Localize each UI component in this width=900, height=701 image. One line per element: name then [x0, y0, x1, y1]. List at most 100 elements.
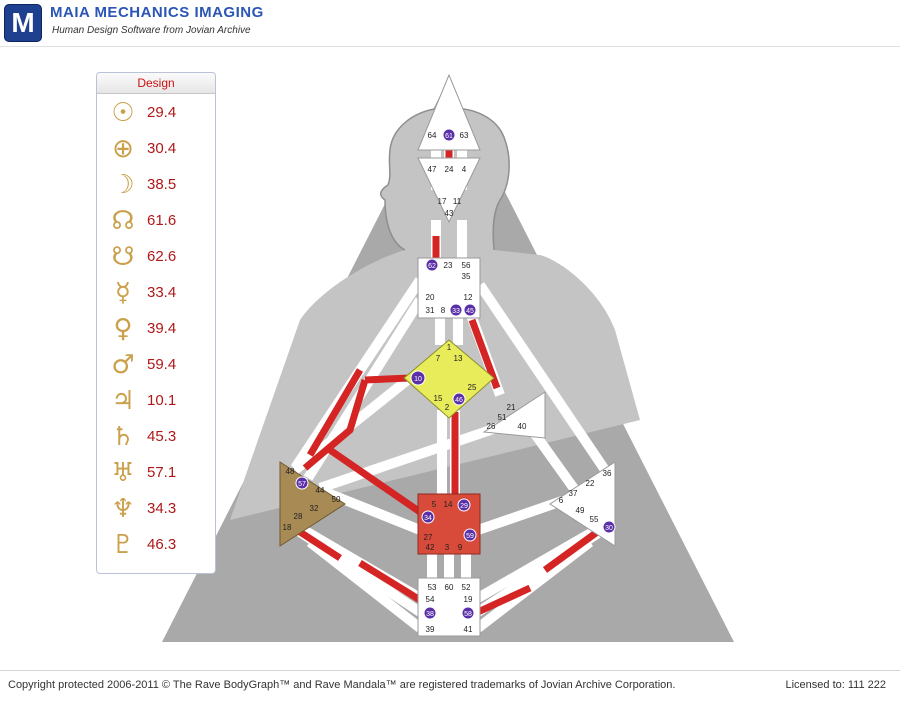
saturn-icon: ♄ — [111, 422, 135, 452]
logo-letter: M — [11, 7, 35, 38]
gate-badge-label: 61 — [445, 133, 453, 140]
mars-icon: ♂ — [111, 350, 135, 380]
gate-label: 26 — [487, 422, 496, 431]
channel-solar-plexus-sacral — [476, 495, 567, 535]
channel-solar-plexus-root-3 — [474, 538, 594, 632]
gate-label: 48 — [286, 467, 295, 476]
gate-label: 47 — [428, 165, 437, 174]
gate-badge — [442, 128, 456, 142]
app-footer: Copyright protected 2006-2011 © The Rave… — [0, 670, 900, 701]
gate-badge-label: 59 — [466, 533, 474, 540]
gate-label: 4 — [462, 165, 467, 174]
ego-center — [482, 391, 546, 439]
gate-label: 18 — [283, 523, 292, 532]
gate-badge-label: 58 — [464, 611, 472, 618]
gate-label: 55 — [590, 515, 599, 524]
gate-badge — [423, 606, 437, 620]
gate-label: 17 — [438, 197, 447, 206]
gate-label: 12 — [464, 293, 473, 302]
gate-badge-label: 34 — [424, 515, 432, 522]
planet-row: ♆34.3 — [97, 493, 215, 529]
gate-label: 50 — [332, 495, 341, 504]
planet-value: 61.6 — [147, 212, 177, 229]
gate-badge — [602, 520, 616, 534]
planet-row: ♀ 39.4 — [97, 313, 215, 349]
ajna-center — [417, 157, 481, 224]
north-node-icon: ☊ — [111, 206, 135, 236]
gate-label: 41 — [464, 625, 473, 634]
license-info: Licensed to: 111 222 — [785, 679, 886, 691]
design-panel-heading: Design — [97, 73, 215, 94]
moon-icon: ☽ — [111, 170, 135, 200]
planet-value: 59.4 — [147, 356, 177, 373]
planet-row: ♂ 59.4 — [97, 349, 215, 385]
gate-label: 51 — [498, 413, 507, 422]
planet-value: 34.3 — [147, 500, 177, 517]
gate-label: 13 — [454, 354, 463, 363]
gate-label: 35 — [462, 272, 471, 281]
channel-spleen-root-3 — [306, 538, 424, 632]
planet-row: ☉29.4 — [97, 97, 215, 133]
gate-label: 54 — [426, 595, 435, 604]
copyright-notice: Copyright protected 2006-2011 © The Rave… — [8, 679, 676, 691]
head-outline — [380, 107, 510, 251]
gate-label: 27 — [424, 533, 433, 542]
gate-label: 44 — [316, 486, 325, 495]
gate-label: 49 — [576, 506, 585, 515]
channel-throat-solar-plexus — [475, 282, 610, 473]
channel-spleen-sacral — [318, 485, 422, 535]
pluto-icon: ♇ — [111, 530, 135, 560]
planet-value: 10.1 — [147, 392, 177, 409]
gate-label: 64 — [428, 131, 437, 140]
planet-value: 57.1 — [147, 464, 177, 481]
gate-labels: 64 63 47 24 4 17 11 43 23 56 35 20 12 31… — [283, 131, 612, 634]
gate-label: 22 — [586, 479, 595, 488]
gate-label: 28 — [294, 512, 303, 521]
gate-badge-label: 45 — [466, 308, 474, 315]
south-node-icon: ☋ — [111, 242, 135, 272]
gate-badge — [295, 476, 309, 490]
activated-gates: 61 62 33 45 10 46 57 29 34 59 30 38 58 — [295, 128, 616, 620]
gate-label: 14 — [444, 500, 453, 509]
gate-label: 21 — [507, 403, 516, 412]
gate-label: 23 — [444, 261, 453, 270]
gate-badge-label: 29 — [460, 503, 468, 510]
gate-label: 11 — [453, 197, 462, 206]
gate-label: 3 — [445, 543, 450, 552]
gate-badge-label: 33 — [452, 308, 460, 315]
planet-row: ♃ 10.1 — [97, 385, 215, 421]
planet-value: 38.5 — [147, 176, 177, 193]
gate-badge-label: 57 — [298, 481, 306, 488]
gate-badge — [449, 303, 463, 317]
planet-row: ☿33.4 — [97, 277, 215, 313]
sun-icon: ☉ — [111, 98, 135, 128]
planet-value: 39.4 — [147, 320, 177, 337]
gate-label: 9 — [458, 543, 463, 552]
app-header: M MAIA MECHANICS IMAGING Human Design So… — [0, 0, 900, 47]
gate-label: 36 — [603, 469, 612, 478]
gate-label: 39 — [426, 625, 435, 634]
venus-icon: ♀ — [113, 314, 133, 344]
planet-value: 30.4 — [147, 140, 177, 157]
planet-row: ⊕30.4 — [97, 133, 215, 169]
gate-badge-label: 30 — [605, 525, 613, 532]
planet-value: 45.3 — [147, 428, 177, 445]
gate-label: 32 — [310, 504, 319, 513]
gate-label: 52 — [462, 583, 471, 592]
gate-label: 40 — [518, 422, 527, 431]
planet-row: ♇46.3 — [97, 529, 215, 565]
gate-label: 8 — [441, 306, 446, 315]
defined-segment-spleen-sacral — [328, 447, 422, 515]
defined-segment-solar-plexus-root-2 — [476, 584, 532, 616]
jupiter-icon: ♃ — [111, 386, 135, 416]
mercury-icon: ☿ — [115, 278, 131, 308]
defined-segment-spleen-root-2 — [298, 529, 342, 561]
defined-segment-g-spleen-path — [302, 378, 369, 471]
gate-badge-label: 46 — [455, 397, 463, 404]
gate-label: 2 — [445, 403, 450, 412]
gate-label: 37 — [569, 489, 578, 498]
solar-plexus-center — [549, 461, 616, 547]
gate-label: 5 — [432, 500, 437, 509]
defined-segment-throat-spleen — [306, 368, 364, 457]
